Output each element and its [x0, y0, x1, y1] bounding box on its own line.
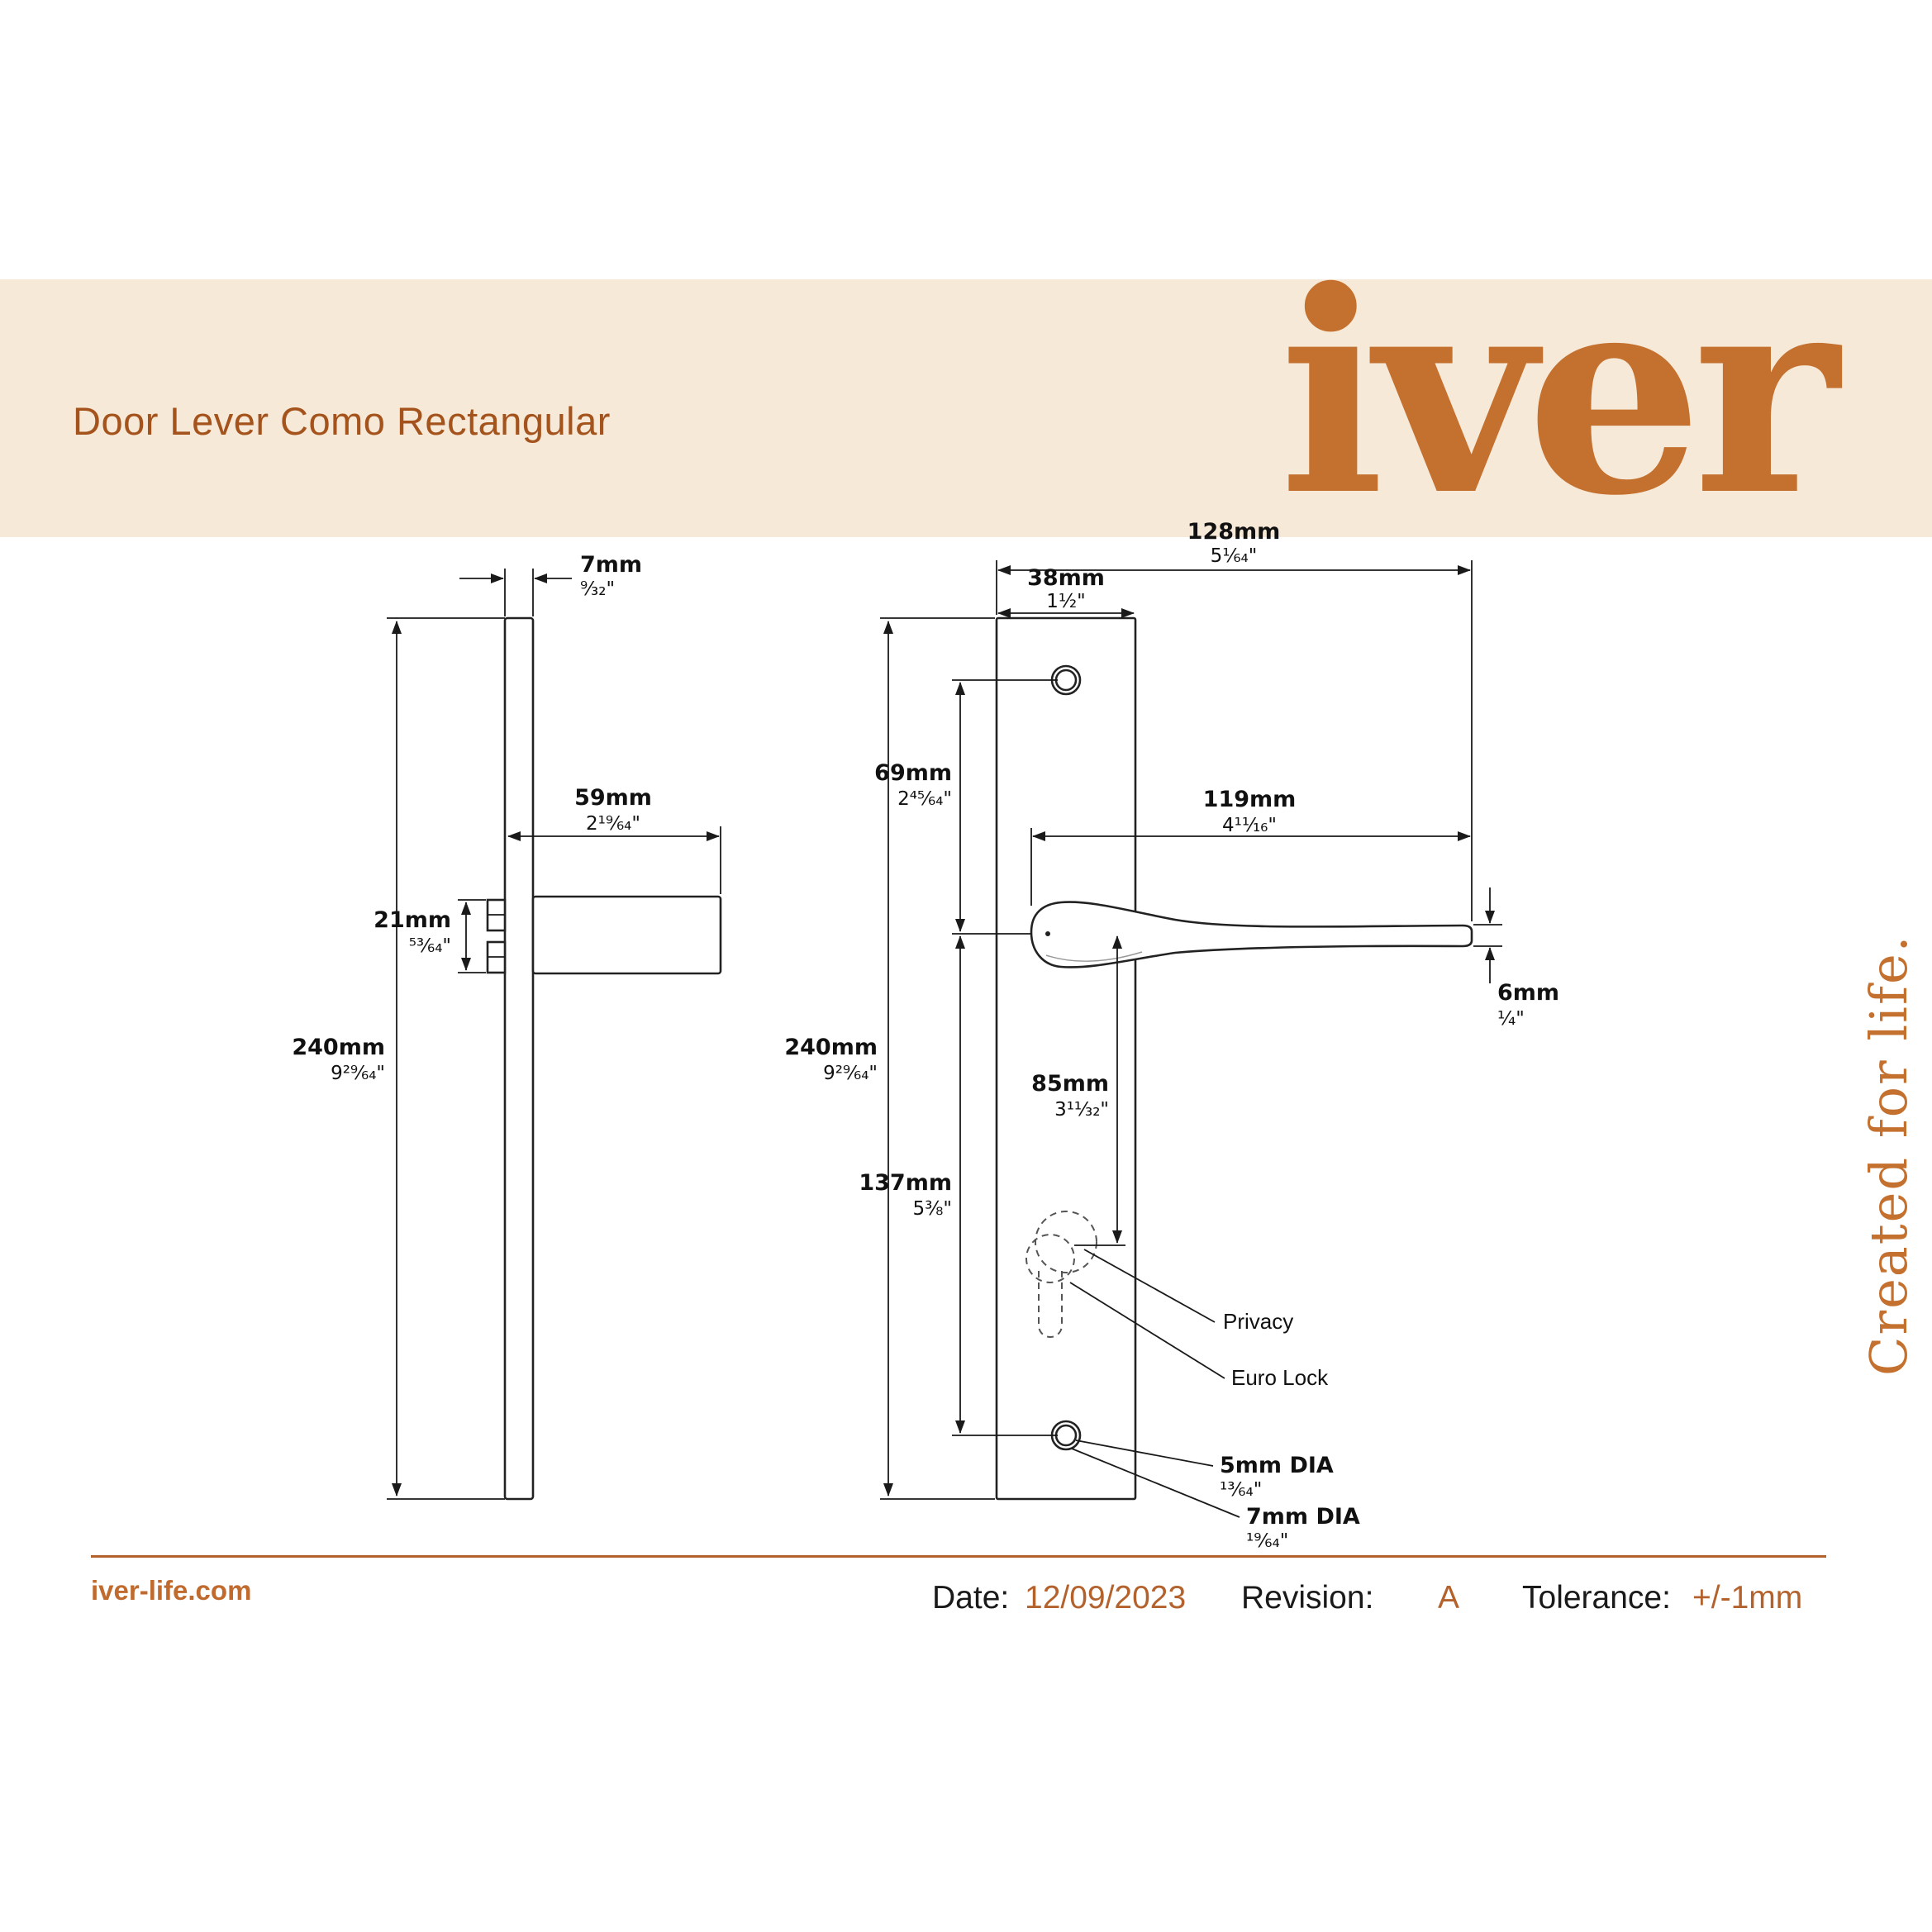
backplate-front — [995, 616, 1137, 1501]
dim-centre-bottom-in: 5⅜" — [912, 1198, 952, 1220]
dim-side-height-mm: 240mm — [292, 1035, 385, 1060]
revision-label: Revision: — [1241, 1580, 1374, 1616]
dim-grip-in: ⁵³⁄₆₄" — [409, 935, 451, 957]
privacy-label: Privacy — [1223, 1309, 1293, 1334]
dim-centre-lock-in: 3¹¹⁄₃₂" — [1054, 1099, 1109, 1121]
lever-neck-side — [486, 898, 507, 974]
top-screw-hole — [1050, 664, 1082, 696]
lever-front — [1030, 901, 1473, 968]
dim-lever-length: 119mm 4¹¹⁄₁₆" — [1030, 787, 1471, 906]
iver-logo: iver — [1279, 231, 1839, 557]
tolerance-label: Tolerance: — [1522, 1580, 1671, 1616]
dim-lever-length-mm: 119mm — [1203, 787, 1297, 812]
dim-centre-lock-mm: 85mm — [1031, 1071, 1109, 1097]
bottom-screw-hole — [1050, 1420, 1082, 1451]
privacy-callout: Privacy — [1083, 1249, 1293, 1334]
dim-side-height-in: 9²⁹⁄₆₄" — [331, 1063, 385, 1084]
dim-thickness-mm: 7mm — [580, 552, 642, 578]
dim-lever-length-in: 4¹¹⁄₁₆" — [1222, 815, 1277, 836]
front-view: 128mm 5¹⁄₆₄" 38mm 1½" 69mm 2⁴⁵⁄₆₄" 137mm… — [784, 519, 1559, 1552]
page-title: Door Lever Como Rectangular — [73, 399, 611, 443]
dim-lever-thickness: 6mm ¼" — [1473, 887, 1559, 1030]
dim-hole-to-centre-mm: 69mm — [874, 760, 952, 786]
fixing-hole-in: ¹⁹⁄₆₄" — [1246, 1530, 1288, 1552]
dim-plate-width: 38mm 1½" — [997, 565, 1135, 618]
euro-lock-callout: Euro Lock — [1069, 1282, 1329, 1390]
lever-pivot-dot — [1045, 931, 1050, 936]
backplate-side — [503, 616, 535, 1501]
fixing-hole-callout: 7mm DIA ¹⁹⁄₆₄" — [1071, 1448, 1360, 1552]
dim-front-height-in: 9²⁹⁄₆₄" — [823, 1063, 878, 1084]
dim-projection-in: 2¹⁹⁄₆₄" — [586, 813, 640, 835]
fixing-hole-mm: 7mm DIA — [1246, 1504, 1360, 1530]
dim-hole-to-centre-in: 2⁴⁵⁄₆₄" — [897, 788, 952, 810]
dim-plate-width-in: 1½" — [1046, 591, 1086, 612]
screw-hole-mm: 5mm DIA — [1220, 1453, 1334, 1478]
dim-centre-bottom-mm: 137mm — [859, 1170, 952, 1196]
screw-hole-callout: 5mm DIA ¹³⁄₆₄" — [1075, 1439, 1334, 1501]
dim-centre-to-lock: 85mm 3¹¹⁄₃₂" — [1031, 935, 1125, 1246]
euro-lock-label: Euro Lock — [1231, 1365, 1329, 1390]
dim-side-grip: 21mm ⁵³⁄₆₄" — [374, 899, 486, 973]
dim-overall-width-mm: 128mm — [1187, 519, 1281, 545]
lever-grip-side — [531, 895, 722, 975]
dim-side-projection: 59mm 2¹⁹⁄₆₄" — [507, 785, 721, 894]
dim-grip-mm: 21mm — [374, 907, 451, 933]
side-view: 240mm 9²⁹⁄₆₄" 7mm ⁹⁄₃₂" 59mm 2¹⁹⁄₆₄" 21m… — [292, 552, 722, 1501]
date-value: 12/09/2023 — [1025, 1580, 1187, 1616]
footer-divider — [91, 1555, 1826, 1558]
privacy-turn-outline — [1035, 1211, 1097, 1273]
tolerance-value: +/-1mm — [1692, 1580, 1803, 1616]
dim-lever-thickness-in: ¼" — [1497, 1008, 1525, 1030]
website-text: iver-life.com — [91, 1575, 252, 1606]
header-band — [0, 279, 1932, 537]
dim-front-plate-height: 240mm 9²⁹⁄₆₄" — [784, 617, 995, 1500]
euro-cylinder-outline — [1025, 1234, 1075, 1338]
dim-lever-thickness-mm: 6mm — [1497, 980, 1559, 1006]
dim-centre-to-bottom-hole: 137mm 5⅜" — [859, 935, 1058, 1436]
dim-overall-width-in: 5¹⁄₆₄" — [1211, 545, 1258, 567]
screw-hole-in: ¹³⁄₆₄" — [1220, 1479, 1262, 1501]
dim-side-thickness: 7mm ⁹⁄₃₂" — [459, 552, 642, 616]
dim-plate-width-mm: 38mm — [1027, 565, 1105, 591]
dim-overall-width: 128mm 5¹⁄₆₄" — [996, 519, 1473, 921]
dim-side-plate-height: 240mm 9²⁹⁄₆₄" — [292, 617, 505, 1500]
dim-thickness-in: ⁹⁄₃₂" — [580, 578, 615, 600]
date-label: Date: — [932, 1580, 1010, 1616]
revision-value: A — [1438, 1580, 1460, 1616]
dim-projection-mm: 59mm — [574, 785, 652, 811]
dim-front-height-mm: 240mm — [784, 1035, 878, 1060]
